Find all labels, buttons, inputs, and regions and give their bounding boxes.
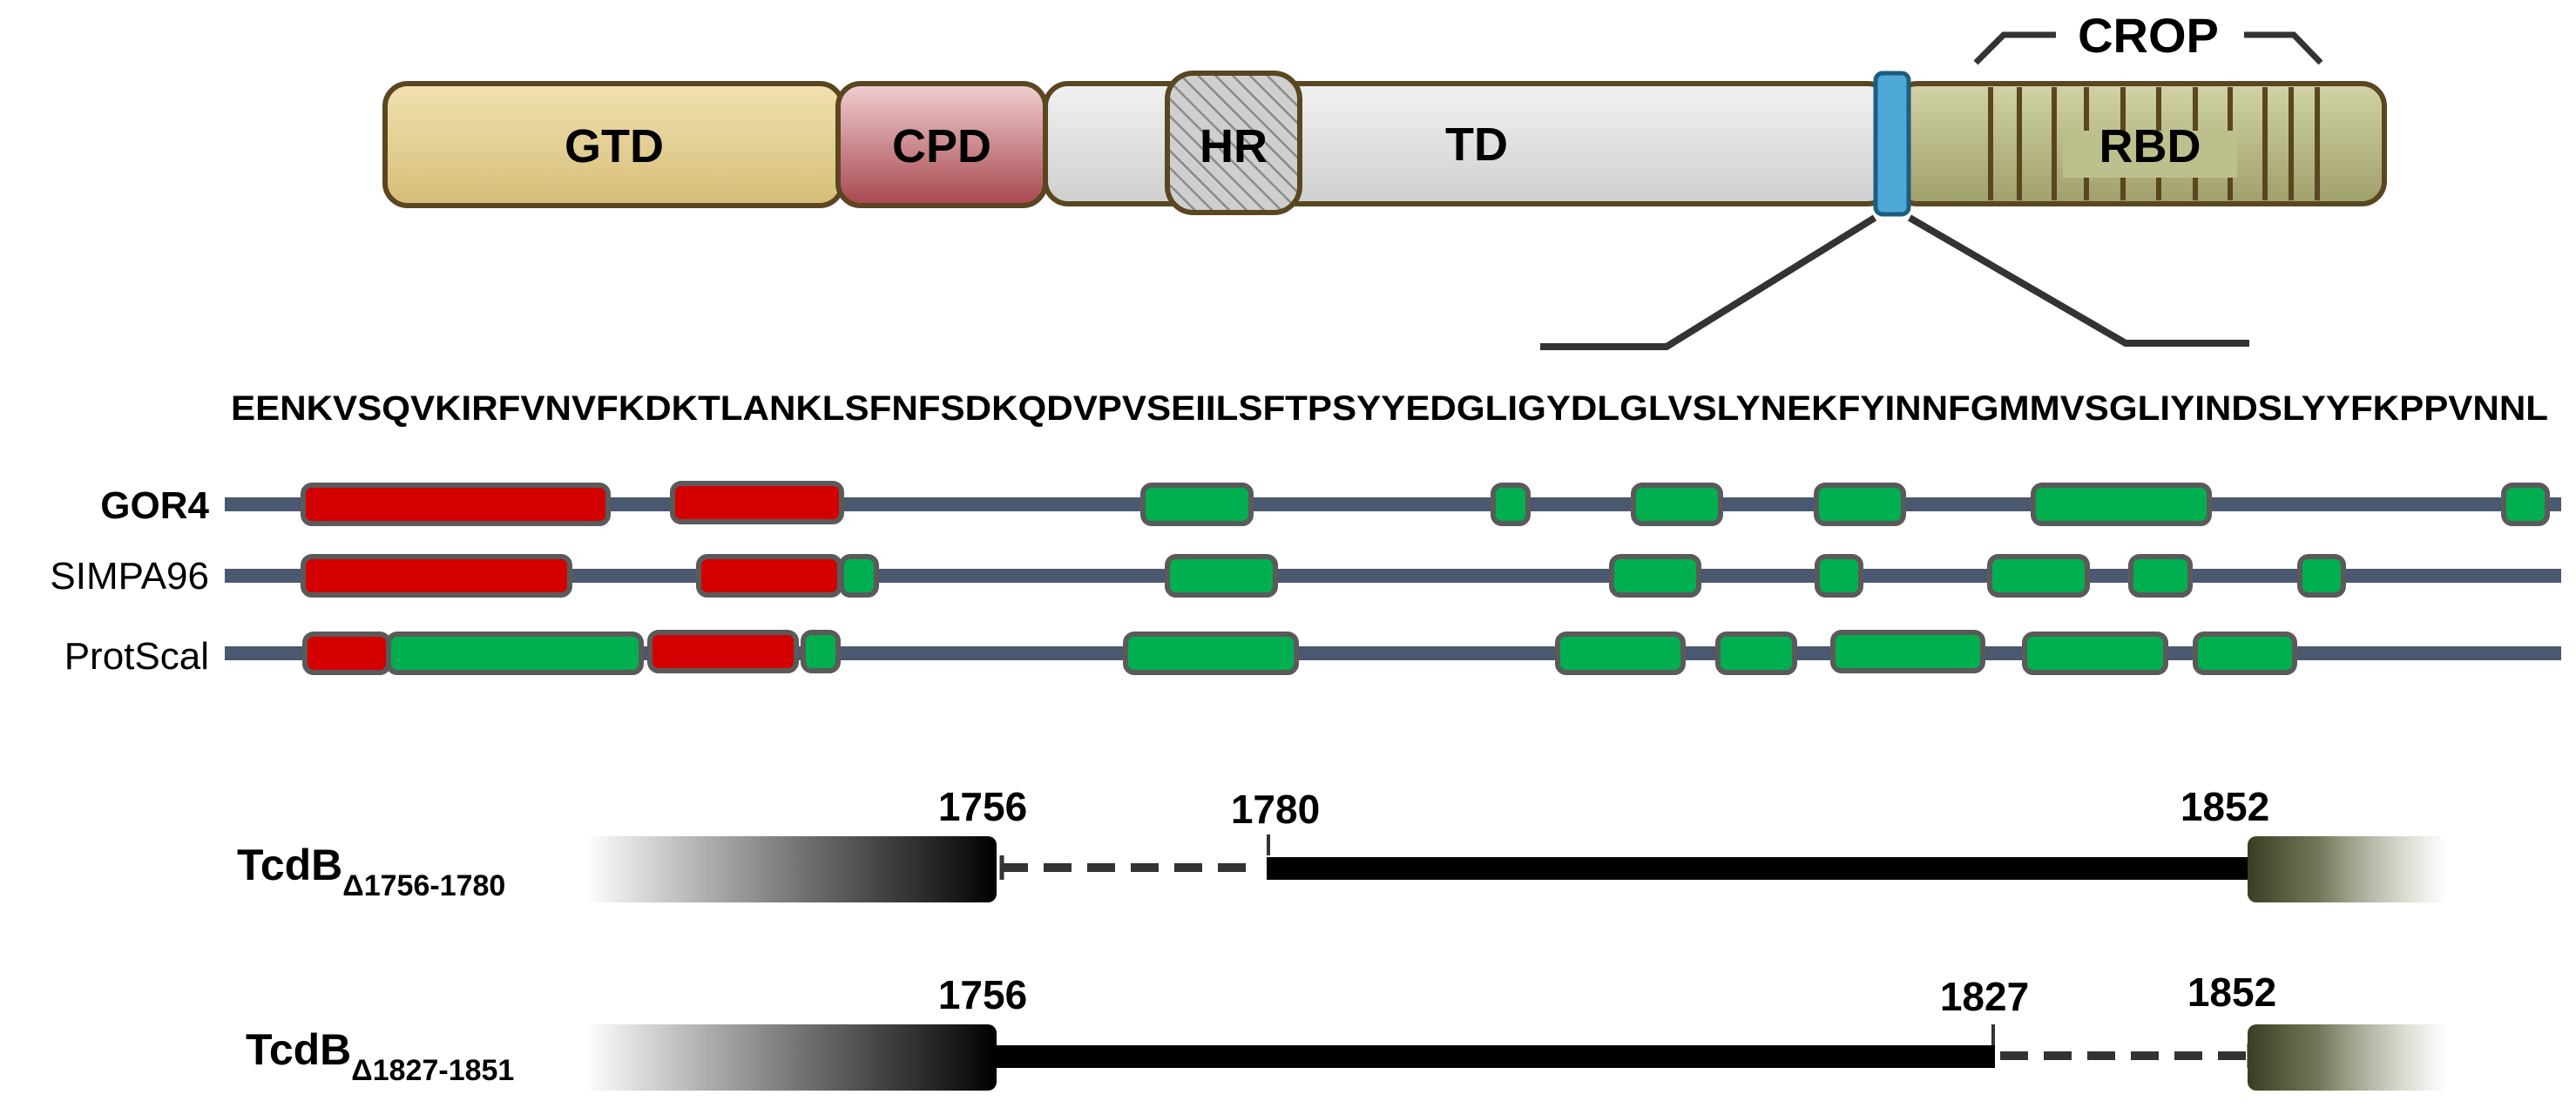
retained-region-bar [1267,857,2253,880]
cpd-label: CPD [892,120,991,172]
position-label-1827: 1827 [1940,974,2029,1019]
n-terminal-fade [585,836,997,902]
strand-segment [2193,632,2297,675]
strand-segment [2501,483,2550,526]
strand-segment [1987,554,2090,598]
strand-segment [1140,483,1254,526]
strand-segment [2031,483,2212,526]
construct-delta-1756-1780: TcdBΔ1756-1780 1756 1780 1852 [237,784,2448,902]
prediction-track-gor4: GOR4 [100,481,2561,527]
position-label-1756: 1756 [938,972,1027,1017]
helix-segment [647,630,799,673]
strand-segment [1123,632,1299,675]
construct-delta-1827-1851: TcdBΔ1827-1851 1756 1827 1852 [246,970,2448,1091]
construct-label: TcdBΔ1827-1851 [246,1025,514,1087]
strand-segment [2022,632,2168,675]
crop-bracket [1973,31,2323,65]
simpa96-label: SIMPA96 [50,555,209,598]
c-terminal-fade [2248,836,2448,902]
helix-segment [301,483,611,526]
rbd-label: RBD [2099,120,2201,172]
strand-segment [1815,554,1863,598]
position-label-1852: 1852 [2180,784,2269,829]
position-label-1780: 1780 [1231,787,1320,832]
domain-bar: GTD CPD TD HR RBD CROP [382,8,2387,350]
gor4-label: GOR4 [100,484,209,527]
strand-segment [1715,632,1797,675]
prediction-track-simpa96: SIMPA96 [50,554,2561,598]
strand-segment [839,554,879,598]
position-label-1852: 1852 [2187,970,2276,1015]
strand-segment [1830,630,1985,673]
helix-segment [301,554,572,598]
n-terminal-fade [585,1024,997,1091]
strand-segment [1491,483,1531,526]
zoom-lines [1540,214,2249,350]
rbd-label-bg [2063,131,2237,178]
position-label-1756: 1756 [938,784,1027,829]
c-terminal-fade [2248,1024,2448,1091]
strand-segment [1631,483,1723,526]
crop-label: CROP [2078,8,2219,63]
linker-segment [1873,71,1911,217]
construct-label: TcdBΔ1756-1780 [237,841,505,902]
strand-segment [2297,554,2346,598]
strand-segment [1165,554,1278,598]
helix-segment [302,632,391,675]
gtd-label: GTD [565,120,664,172]
sequence-text: EENKVSQVKIRFVNVFKDKTLANKLSFNFSDKQDVPVSEI… [231,389,2548,428]
helix-segment [670,481,844,524]
strand-segment [386,632,644,675]
helix-segment [696,554,842,598]
strand-segment [801,630,841,673]
hr-label: HR [1200,120,1268,172]
hr-region [1165,71,1302,215]
strand-segment [1555,632,1686,675]
prediction-track-protscal: ProtScal [64,630,2561,678]
retained-region-bar [993,1045,1995,1068]
strand-segment [2128,554,2193,598]
strand-segment [1814,483,1906,526]
protscal-label: ProtScal [64,635,209,678]
td-label: TD [1445,118,1508,171]
strand-segment [1609,554,1701,598]
